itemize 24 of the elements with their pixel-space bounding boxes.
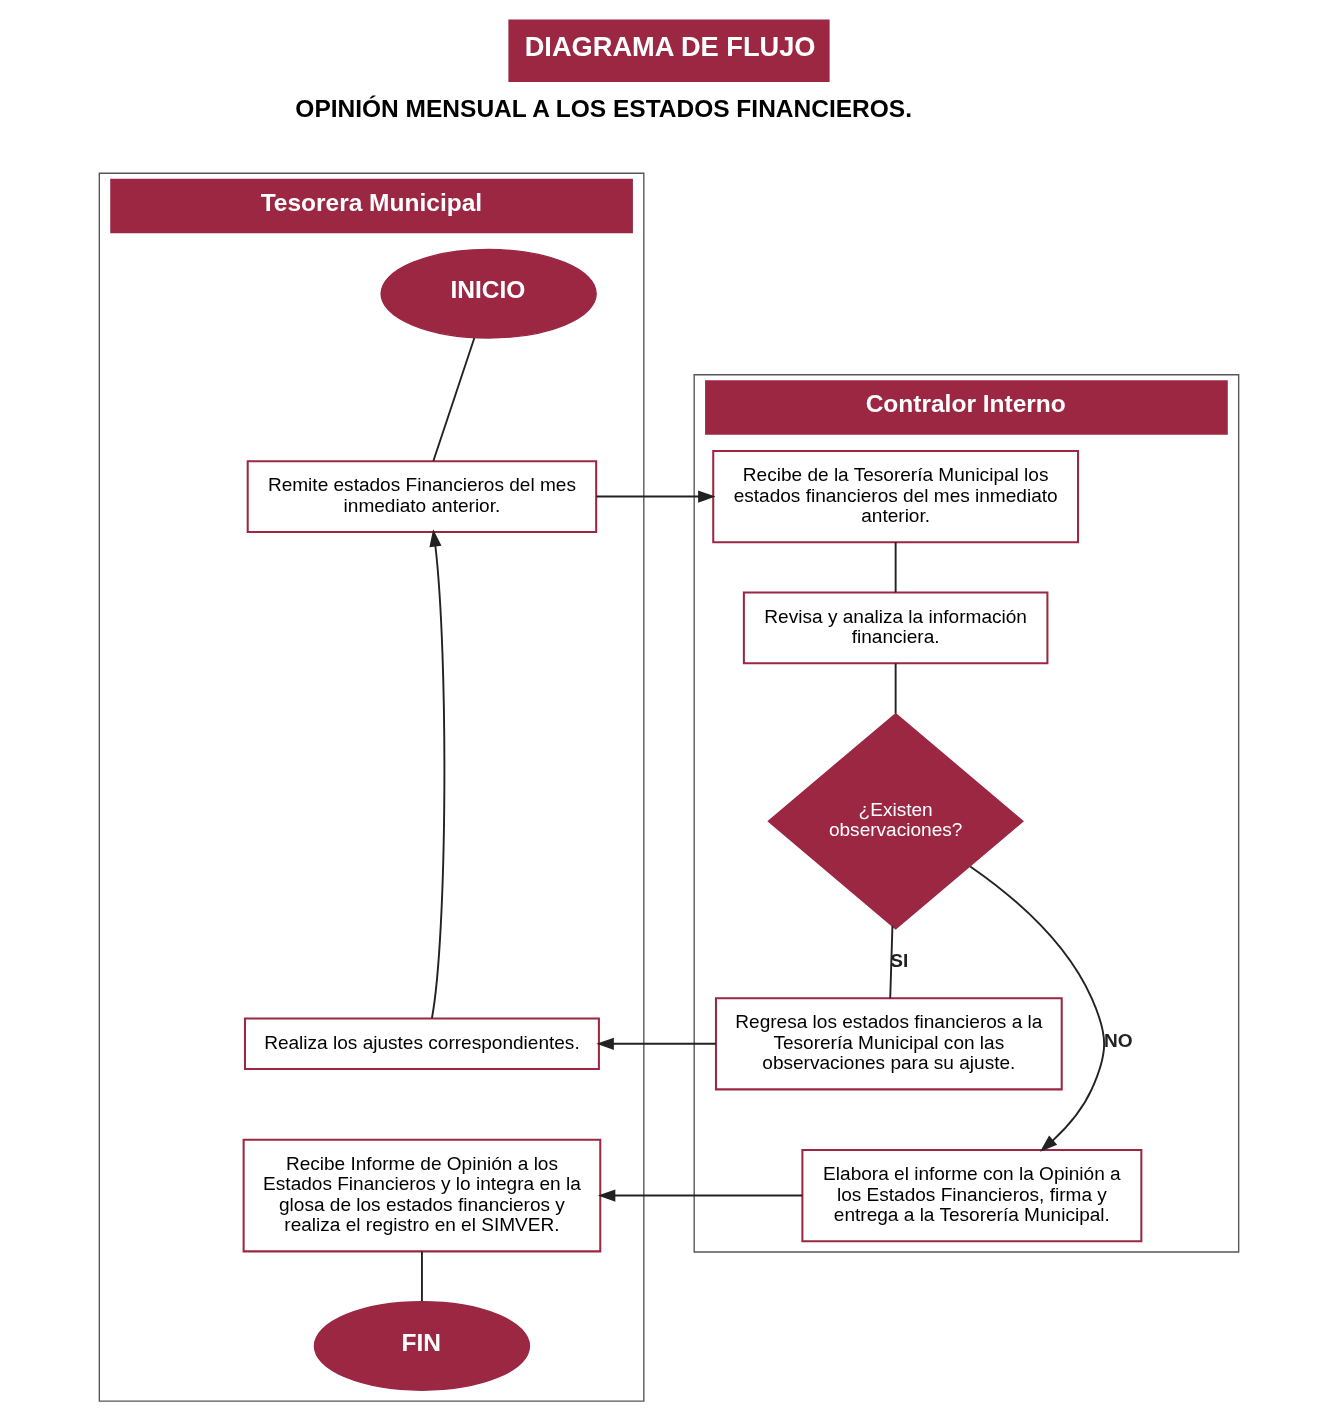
connector <box>894 541 897 594</box>
connector <box>894 662 897 715</box>
connector <box>421 1250 423 1303</box>
node-box: Realiza los ajustes correspondientes. <box>243 1017 600 1070</box>
node-box: Recibe Informe de Opinión a los Estados Financieros y lo integra en la glosa de los estados financieros y realiza el registro en el SIMVER. <box>242 1138 602 1253</box>
arrow <box>597 1189 804 1202</box>
node-ellipse: FIN <box>313 1301 531 1391</box>
node-diamond: ¿Existen observaciones? <box>767 712 1024 930</box>
arrow <box>429 529 446 1020</box>
arrow <box>596 1037 717 1050</box>
arrow <box>969 865 1106 1152</box>
node-box: Revisa y analiza la información financiera. <box>742 591 1049 665</box>
connector <box>432 337 476 462</box>
node-box: Remite estados Financieros del mes inmediato anterior. <box>246 460 598 533</box>
node-ellipse: INICIO <box>380 248 597 339</box>
edge-label: SI <box>890 950 909 972</box>
label: OPINIÓN MENSUAL A LOS ESTADOS FINANCIEROS. <box>295 94 912 122</box>
node-box: Regresa los estados financieros a la Tesorería Municipal con las observaciones para su ajuste. <box>714 997 1063 1091</box>
diagram-title: DIAGRAMA DE FLUJO <box>524 31 816 63</box>
arrow <box>595 490 716 503</box>
connector <box>889 925 894 1000</box>
node-box: Recibe de la Tesorería Municipal los estados financieros del mes inmediato anterior. <box>712 449 1080 544</box>
node-box: Elabora el informe con la Opinión a los Estados Financieros, firma y entrega a la Tesorería Municipal. <box>801 1148 1143 1243</box>
edge-label: NO <box>1103 1030 1133 1052</box>
